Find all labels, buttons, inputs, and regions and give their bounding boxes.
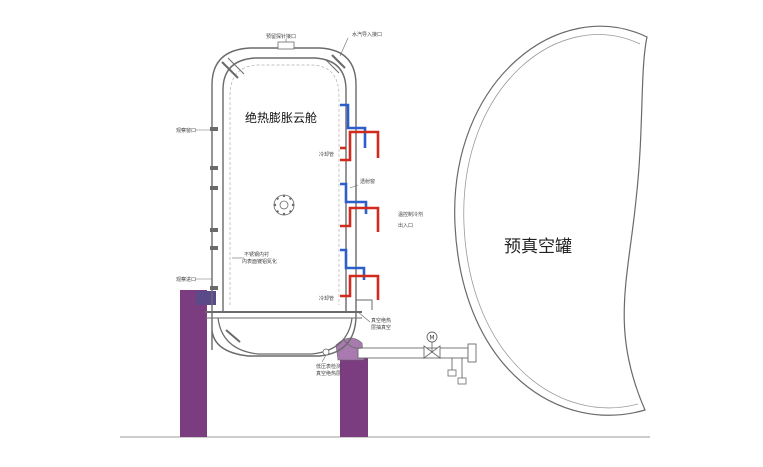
label-water-vapor-inlet: 水汽导入接口 <box>352 31 382 38</box>
label-viewport: 透射窗 <box>360 178 375 185</box>
support-left <box>180 290 207 437</box>
callout-labels: 预留探针接口 水汽导入接口 观察窗口 冷却管 透射窗 温控制冷剂 出入口 不锈钢… <box>176 31 423 377</box>
label-pressure-sensor-1: 低压表检测 <box>316 363 341 370</box>
label-coolant-pipe-upper: 冷却管 <box>319 151 334 158</box>
label-temp-control-coolant: 温控制冷剂 <box>398 211 423 218</box>
label-top-probe-port: 预留探针接口 <box>266 33 296 40</box>
leader-lines <box>195 37 371 363</box>
coolant-pipes <box>340 103 380 310</box>
valve-motor-label: M <box>429 335 434 342</box>
chamber-title: 绝热膨胀云舱 <box>245 110 317 125</box>
label-stainless-liner-1: 不锈钢内衬 <box>244 251 269 258</box>
support-right <box>340 355 368 437</box>
label-pressure-sensor-2: 真空绝热层 <box>316 370 341 377</box>
label-coolant-pipe-lower: 冷却管 <box>319 295 334 302</box>
bottom-port-icon <box>322 348 330 356</box>
label-stainless-liner-2: 内表面镀铝氮化 <box>242 258 277 265</box>
label-vacuum-insulation-2: 层抽真空 <box>371 324 391 331</box>
cloud-chamber-vessel: 绝热膨胀云舱 <box>205 41 362 357</box>
tank-title: 预真空罐 <box>504 237 572 257</box>
support-left-cap <box>196 291 216 305</box>
vacuum-line: M <box>343 331 477 385</box>
motor-icon <box>426 331 438 343</box>
label-inlet-outlet: 出入口 <box>398 222 413 229</box>
label-manhole-port: 观察进口 <box>176 276 196 283</box>
label-viewing-window: 观察窗口 <box>176 127 196 134</box>
label-vacuum-insulation-1: 真空绝热 <box>371 317 391 324</box>
pre-vacuum-tank: 预真空罐 <box>454 25 648 416</box>
